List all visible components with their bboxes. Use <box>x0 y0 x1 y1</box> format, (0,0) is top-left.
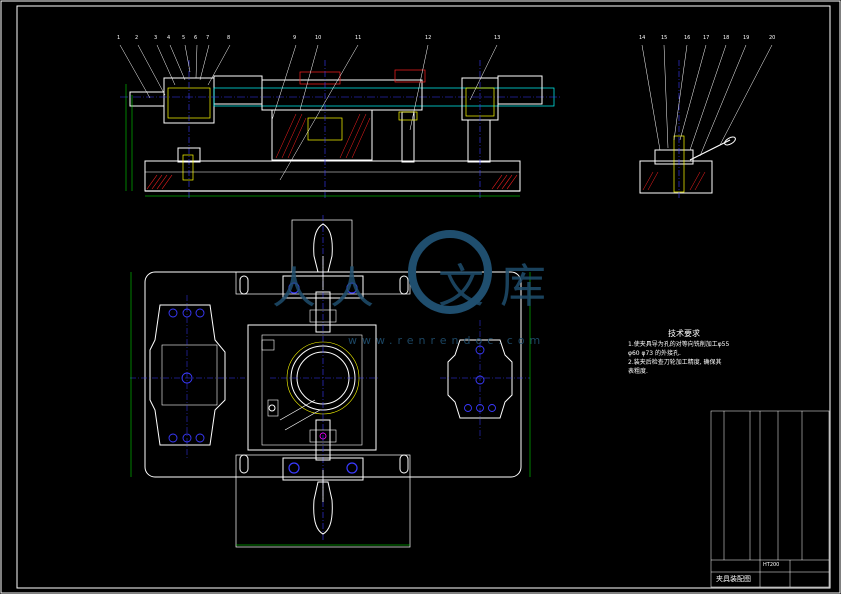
side-balloon-17: 17 <box>703 35 710 41</box>
front-balloon-9: 9 <box>293 35 297 41</box>
tech-requirement-line-1: 1.使夹具导为孔的对等向铣削加工φ55 <box>628 341 730 348</box>
watermark-char-1: 人 <box>272 263 316 314</box>
watermark-url: www.renrendoc.com <box>348 334 546 347</box>
front-balloon-10: 10 <box>315 35 322 41</box>
tech-requirements-title: 技术要求 <box>668 329 700 338</box>
side-balloon-14: 14 <box>639 35 646 41</box>
title-block-drawing-title: 夹具装配图 <box>716 575 751 583</box>
front-balloon-3: 3 <box>154 35 158 41</box>
front-balloon-7: 7 <box>206 35 210 41</box>
side-balloon-18: 18 <box>723 35 730 41</box>
side-balloon-20: 20 <box>769 35 776 41</box>
side-balloon-19: 19 <box>743 35 750 41</box>
front-balloon-8: 8 <box>227 35 231 41</box>
front-balloon-6: 6 <box>194 35 198 41</box>
side-view <box>639 44 773 200</box>
watermark-logo-ring <box>408 230 492 314</box>
side-balloon-15: 15 <box>661 35 668 41</box>
parts-list-table <box>710 410 830 588</box>
front-balloon-13: 13 <box>494 35 501 41</box>
tech-requirement-line-3: 2.装夹后检查刀轮加工精度, 确保其 <box>628 359 722 366</box>
watermark-char-2: 人 <box>330 263 374 314</box>
tech-requirement-line-4: 表粗度. <box>628 368 648 375</box>
front-view <box>119 44 560 200</box>
drawing-border <box>16 5 831 589</box>
front-balloon-5: 5 <box>182 35 186 41</box>
front-balloon-4: 4 <box>167 35 171 41</box>
title-block-material: HT200 <box>763 562 780 568</box>
front-balloon-11: 11 <box>355 35 362 41</box>
watermark-char-4: 库 <box>500 259 546 313</box>
front-balloon-1: 1 <box>117 35 121 41</box>
tech-requirement-line-2: φ60 φ73 的外接孔. <box>628 350 681 357</box>
plan-view <box>130 215 531 548</box>
front-balloon-2: 2 <box>135 35 139 41</box>
front-balloon-12: 12 <box>425 35 432 41</box>
side-balloon-16: 16 <box>684 35 691 41</box>
